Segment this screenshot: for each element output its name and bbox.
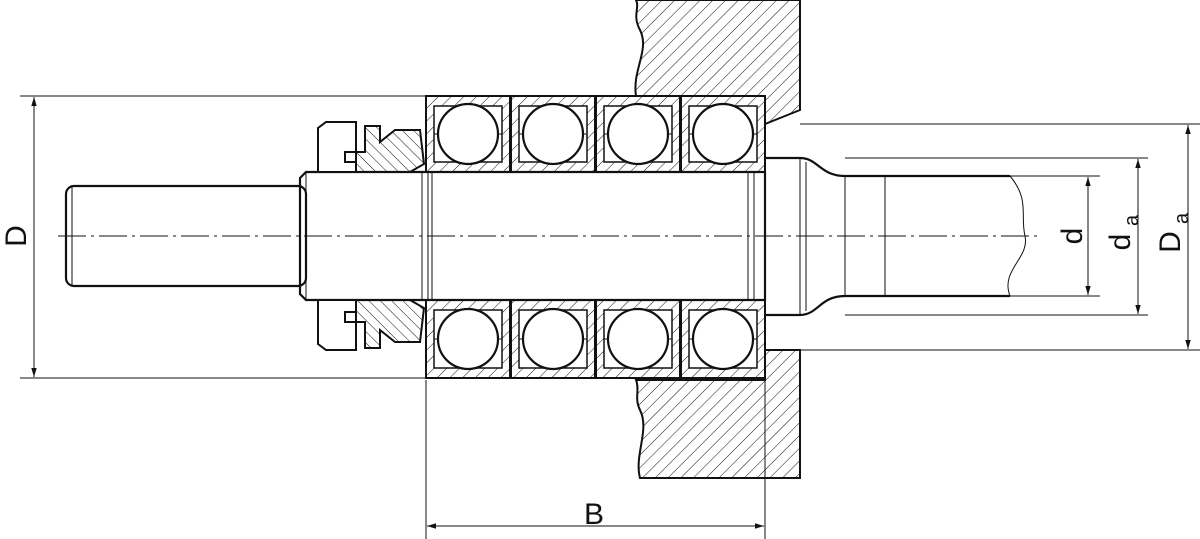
bearing-upper-1	[425, 95, 511, 173]
lock-nut	[317, 121, 426, 351]
bearing-lower-4	[680, 299, 766, 379]
housing-section	[634, 0, 801, 479]
label-D: D	[0, 225, 33, 247]
bearing-set-upper	[425, 95, 766, 173]
ball	[521, 307, 585, 371]
ball	[436, 102, 500, 166]
label-da-sub: a	[1121, 214, 1143, 226]
label-da-main: d	[1104, 234, 1137, 251]
ball	[436, 307, 500, 371]
label-Da-sub: a	[1171, 212, 1193, 224]
bearing-upper-4	[680, 95, 766, 173]
bearing-upper-2	[510, 95, 596, 173]
label-Da-main: D	[1154, 231, 1187, 253]
ball	[691, 307, 755, 371]
extension-lines	[20, 95, 1200, 539]
label-Da: D a	[1154, 212, 1193, 253]
bearing-lower-3	[595, 299, 681, 379]
ball	[521, 102, 585, 166]
label-da: d a	[1104, 214, 1143, 250]
ball	[691, 102, 755, 166]
label-B: B	[584, 498, 604, 531]
ball	[606, 307, 670, 371]
bearing-lower-2	[510, 299, 596, 379]
label-d: d	[1056, 228, 1089, 245]
ball	[606, 102, 670, 166]
bearing-upper-3	[595, 95, 681, 173]
bearing-lower-1	[425, 299, 511, 379]
bearing-set-lower	[425, 299, 766, 379]
